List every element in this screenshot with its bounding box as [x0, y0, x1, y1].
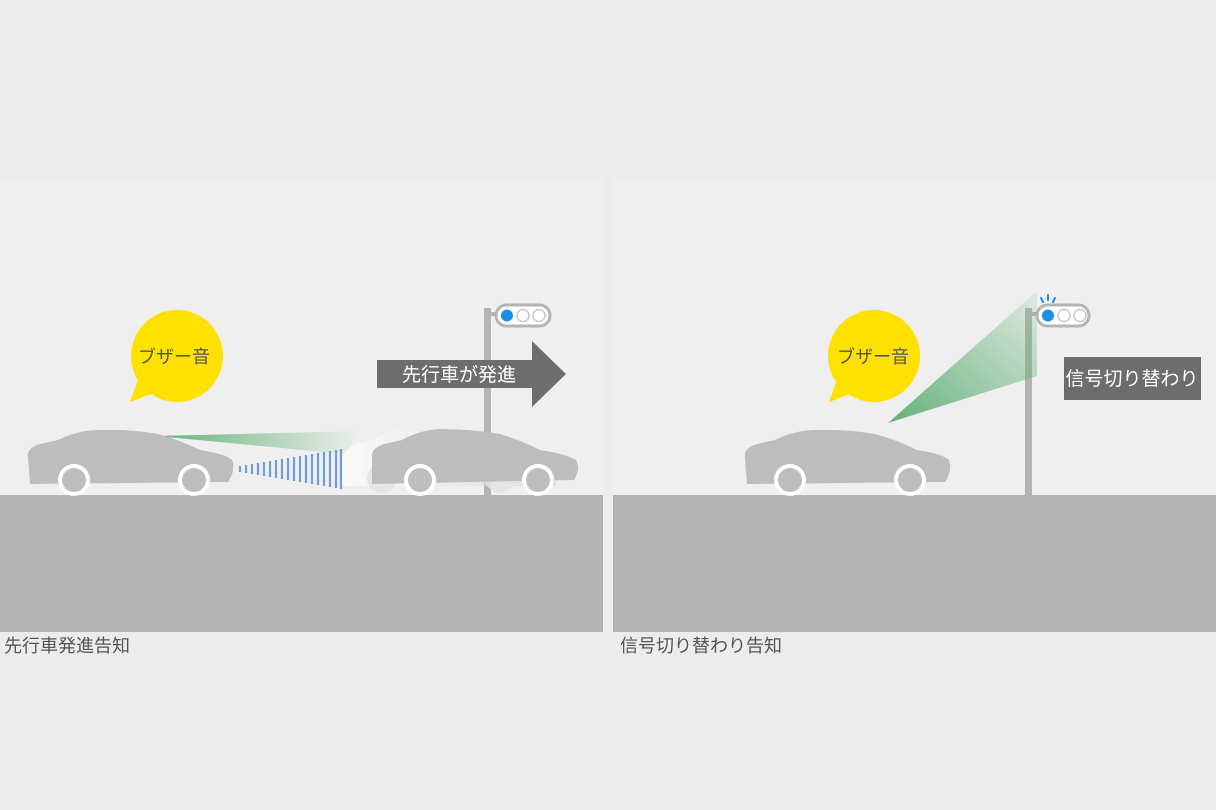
signal-light-red — [532, 308, 546, 323]
own-car — [744, 429, 951, 496]
signal-pole — [1025, 308, 1032, 495]
camera-beam — [156, 431, 362, 454]
departure-arrow-label: 先行車が発進 — [402, 364, 516, 386]
traffic-signal — [494, 303, 552, 328]
signal-flash-icon — [1040, 294, 1056, 303]
caption-leading-vehicle: 先行車発進告知 — [4, 636, 130, 657]
scene-signal-change: 信号切り替わり ブザー音 — [613, 178, 1216, 632]
signal-light-blue — [501, 309, 513, 322]
signal-pole — [484, 308, 491, 495]
buzzer-bubble-label: ブザー音 — [138, 346, 210, 368]
signal-light-yellow — [1057, 308, 1071, 323]
road — [0, 495, 603, 632]
scene-leading-vehicle: 先行車が発進 — [0, 178, 603, 632]
caption-signal-change: 信号切り替わり告知 — [620, 636, 782, 657]
signal-change-sign-label: 信号切り替わり — [1065, 368, 1198, 390]
panel-leading-vehicle: 先行車が発進 — [0, 178, 603, 632]
own-car — [27, 429, 234, 496]
road — [613, 495, 1216, 632]
buzzer-bubble: ブザー音 — [130, 310, 223, 402]
signal-light-blue — [1042, 309, 1054, 322]
leading-car — [372, 429, 579, 496]
radar-pulses — [238, 449, 343, 489]
departure-arrow: 先行車が発進 — [377, 341, 566, 407]
signal-light-red — [1073, 308, 1087, 323]
traffic-signal — [1035, 294, 1091, 328]
buzzer-bubble-label: ブザー音 — [837, 346, 909, 368]
camera-beam — [888, 291, 1037, 423]
buzzer-bubble: ブザー音 — [828, 310, 920, 402]
panel-signal-change: 信号切り替わり ブザー音 — [613, 178, 1216, 632]
signal-light-yellow — [516, 308, 530, 323]
signal-change-sign: 信号切り替わり — [1064, 357, 1201, 400]
